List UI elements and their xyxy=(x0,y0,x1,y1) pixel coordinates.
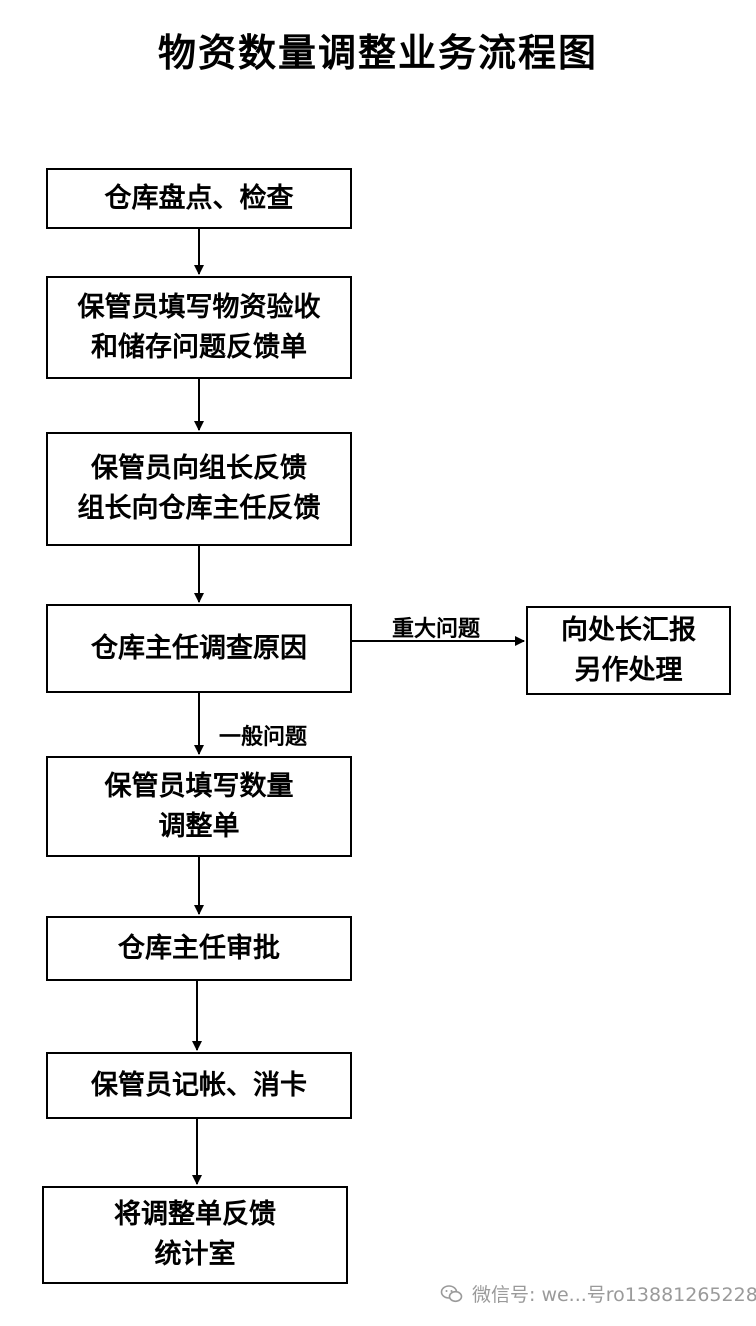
step-text: 调整单 xyxy=(158,810,240,842)
step-text: 保管员记帐、消卡 xyxy=(91,1069,307,1101)
diagram-title: 物资数量调整业务流程图 xyxy=(157,30,598,75)
step-text: 将调整单反馈 xyxy=(114,1199,276,1230)
step-text: 保管员填写数量 xyxy=(104,770,294,802)
step-send-to-statistics: 将调整单反馈 统计室 xyxy=(42,1186,348,1284)
wechat-icon xyxy=(440,1284,463,1302)
label-major-issue: 重大问题 xyxy=(392,617,481,642)
step-record-account: 保管员记帐、消卡 xyxy=(46,1052,352,1119)
step-text: 仓库盘点、检查 xyxy=(104,182,294,214)
step-text: 另作处理 xyxy=(574,654,683,686)
step-text: 保管员向组长反馈 xyxy=(91,453,307,484)
step-report-to-director: 向处长汇报 另作处理 xyxy=(526,606,731,695)
step-fill-adjustment-form: 保管员填写数量 调整单 xyxy=(46,756,352,857)
step-text: 组长向仓库主任反馈 xyxy=(77,493,321,524)
step-text: 保管员填写物资验收 xyxy=(77,291,321,323)
watermark-text: 微信号: we...号ro13881265228 xyxy=(472,1284,756,1306)
step-inventory-check: 仓库盘点、检查 xyxy=(46,168,352,229)
step-text: 仓库主任审批 xyxy=(118,932,280,964)
step-text: 仓库主任调查原因 xyxy=(91,632,307,664)
step-text: 统计室 xyxy=(154,1239,236,1270)
step-investigate-cause: 仓库主任调查原因 xyxy=(46,604,352,693)
step-text: 和储存问题反馈单 xyxy=(91,331,307,363)
step-director-approval: 仓库主任审批 xyxy=(46,916,352,981)
step-fill-feedback-form: 保管员填写物资验收 和储存问题反馈单 xyxy=(46,276,352,379)
step-report-feedback: 保管员向组长反馈 组长向仓库主任反馈 xyxy=(46,432,352,546)
label-general-issue: 一般问题 xyxy=(219,725,308,750)
watermark: 微信号: we...号ro13881265228 xyxy=(440,1280,756,1307)
step-text: 向处长汇报 xyxy=(561,614,696,646)
